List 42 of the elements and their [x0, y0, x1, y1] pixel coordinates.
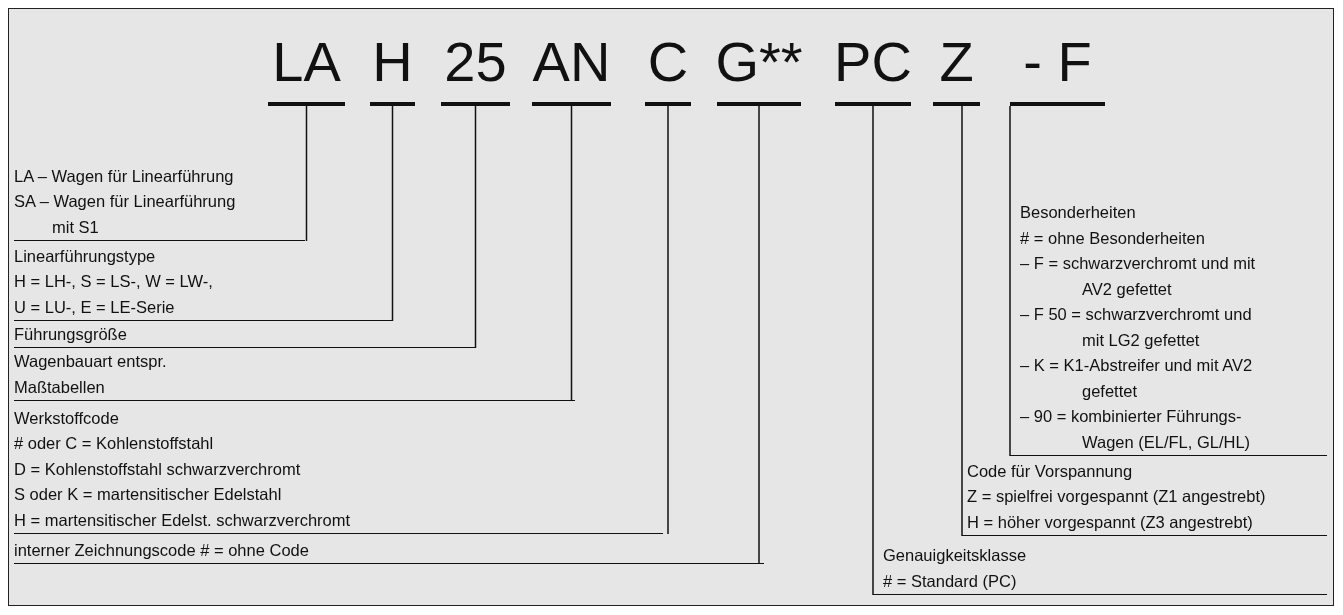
- description-text: interner Zeichnungscode # = ohne Code: [14, 539, 310, 561]
- description-text: LA – Wagen für Linearführung: [14, 165, 235, 187]
- code-letters: LA: [272, 34, 341, 90]
- leader-line: [474, 105, 477, 349]
- description-text: D = Kohlenstoffstahl schwarzverchromt: [14, 458, 302, 480]
- description-text: Führungsgröße: [14, 323, 128, 345]
- leader-line: [391, 105, 394, 322]
- code-letters: PC: [834, 34, 912, 90]
- heading-text: Besonderheiten: [1020, 202, 1137, 223]
- description-text: # = ohne Besonderheiten: [1020, 227, 1206, 249]
- description-text: # oder C = Kohlenstoffstahl: [14, 433, 215, 454]
- code-letters: AN: [532, 34, 611, 90]
- description-text: H = LH-, S = LS-, W = LW-,: [14, 271, 214, 292]
- description-text: S oder K = martensitischer Edelstahl: [14, 484, 283, 505]
- leader-line: [961, 105, 963, 537]
- description-text: – F 50 = schwarzverchromt und mit LG2 gefettet: [1020, 304, 1253, 351]
- heading-text: Linearführungstype: [14, 245, 157, 267]
- description-text: U = LU-, E = LE-Serie: [14, 296, 176, 318]
- code-letters: C: [647, 34, 689, 90]
- heading-text: Werkstoffcode: [14, 407, 120, 429]
- leader-line: [305, 105, 308, 242]
- heading-text: Genauigkeitsklasse: [883, 545, 1028, 566]
- leader-line: [1009, 105, 1011, 457]
- description-text: Z = spielfrei vorgespannt (Z1 angestrebt): [967, 486, 1267, 507]
- code-letters: 25: [444, 34, 507, 90]
- description-text: SA – Wagen für Linearführung mit S1: [14, 191, 237, 238]
- leader-line: [872, 105, 874, 596]
- description-text: H = höher vorgespannt (Z3 angestrebt): [967, 511, 1254, 533]
- leader-line: [570, 105, 573, 402]
- description-text: H = martensitischer Edelst. schwarzverchromt: [14, 509, 352, 531]
- description-text: # = Standard (PC): [883, 570, 1018, 592]
- description-text: – 90 = kombinierter Führungs-Wagen (EL/FL, GL/HL): [1020, 406, 1252, 453]
- leader-line: [758, 105, 760, 565]
- code-letters: Z: [939, 34, 974, 90]
- code-letters: H: [372, 34, 413, 90]
- description-text: – K = K1-Abstreifer und mit AV2 gefettet: [1020, 355, 1254, 402]
- leader-line: [667, 105, 669, 535]
- code-letters: - F: [1023, 34, 1092, 90]
- heading-text: Code für Vorspannung: [967, 460, 1134, 482]
- description-text: – F = schwarzverchromt und mit AV2 gefettet: [1020, 253, 1257, 300]
- description-text: Wagenbauart entspr. Maßtabellen: [14, 351, 168, 398]
- code-letters: G**: [715, 34, 803, 90]
